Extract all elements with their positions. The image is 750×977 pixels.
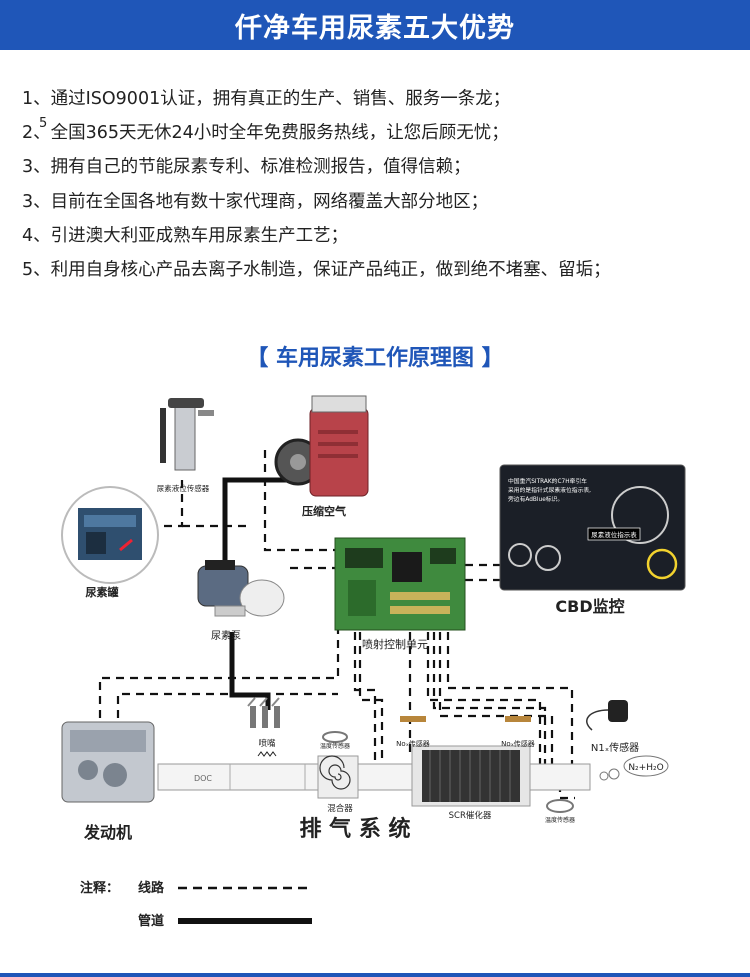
engine-label: 发动机 [83, 823, 132, 842]
advantage-item: 4、引进澳大利亚成熟车用尿素生产工艺； [22, 225, 349, 246]
screen-line-3: 旁边有AdBlue标识。 [508, 495, 563, 503]
nox-sensor-2: Noₓ传感器 [501, 716, 535, 748]
gauge-tag: 尿素液位指示表 [591, 530, 637, 539]
legend-pipe-label: 管道 [138, 913, 164, 929]
pump-label: 尿素泵 [211, 629, 241, 642]
screen-line-1: 中国重汽SITRAK的C7H牵引车 [508, 477, 587, 485]
advantage-item: 3、拥有自己的节能尿素专利、标准检测报告，值得信赖； [22, 157, 471, 178]
temp-sensor-2-label: 温度传感器 [545, 816, 575, 824]
air-compressor: 压缩空气 [274, 395, 369, 518]
tank-label: 尿素罐 [86, 585, 119, 599]
legend-wire-label: 线路 [138, 880, 165, 896]
temp-sensor-2: 温度传感器 [545, 799, 575, 824]
exhaust-system-label: 排 气 系 统 [300, 816, 411, 842]
level-sensor-label: 尿素液位传感器 [157, 483, 210, 493]
nox-sensor-2-label: Noₓ传感器 [501, 739, 535, 748]
doc-label: DOC [194, 774, 212, 783]
exhaust-pipe: DOC 混合器 SCR催化器 [157, 745, 591, 821]
cbd-dashboard: 中国重汽SITRAK的C7H牵引车 采用的是指针式尿素液位指示表, 旁边有AdB… [499, 464, 686, 616]
injection-control-unit: 喷射控制单元 [334, 537, 466, 651]
level-sensor: 尿素液位传感器 [157, 398, 214, 493]
header-banner: 仟净车用尿素五大优势 [0, 0, 750, 50]
temp-sensor-1-label: 温度传感器 [320, 742, 350, 750]
advantage-item: 3、目前在全国各地有数十家代理商，网络覆盖大部分地区； [22, 191, 489, 212]
n1-sensor-label: N1ₓ传感器 [591, 741, 639, 754]
ecu-label: 喷射控制单元 [362, 637, 428, 651]
compressor-label: 压缩空气 [302, 504, 346, 518]
advantage-list: 1、通过ISO9001认证，拥有真正的生产、销售、服务一条龙； 2、全国365天… [22, 86, 732, 291]
screen-line-2: 采用的是指针式尿素液位指示表, [508, 486, 591, 494]
urea-pump: 尿素泵 [197, 560, 285, 642]
stray-superscript: 5 [39, 116, 48, 132]
header-title: 仟净车用尿素五大优势 [235, 12, 515, 44]
advantage-item: 1、通过ISO9001认证，拥有真正的生产、销售、服务一条龙； [22, 89, 511, 109]
bottom-rule [0, 973, 750, 977]
n1-sensor: N1ₓ传感器 [586, 700, 639, 754]
emission-output: N₂+H₂O [599, 755, 669, 781]
nozzle-label: 喷嘴 [258, 738, 276, 749]
temp-sensor-1: 温度传感器 [320, 731, 350, 750]
diagram-title: 【 车用尿素工作原理图 】 [246, 346, 504, 371]
emission-label: N₂+H₂O [628, 763, 663, 773]
advantage-text: 2、全国365天无休24小时全年免费服务热线，让您后顾无忧； [22, 123, 509, 144]
legend: 注释： 线路 管道 [80, 880, 312, 929]
legend-prefix: 注释： [80, 880, 119, 896]
urea-system-diagram: 尿素液位传感器 压缩空气 尿素罐 尿素泵 喷射控制单元 [61, 395, 686, 929]
advantage-item: 2、全国365天无休24小时全年免费服务热线，让您后顾无忧； 5 [22, 116, 732, 154]
advantage-item: 5、利用自身核心产品去离子水制造，保证产品纯正，做到绝不堵塞、留垢； [22, 259, 611, 280]
urea-tank: 尿素罐 [61, 486, 159, 599]
mixer-label: 混合器 [327, 803, 353, 814]
cbd-label: CBD监控 [555, 597, 624, 616]
nox-sensor-1: Noₓ传感器 [396, 716, 430, 748]
pipe-lines [222, 477, 290, 710]
engine: 发动机 [61, 721, 155, 842]
injection-nozzle: 喷嘴 [247, 697, 280, 757]
scr-label: SCR催化器 [449, 810, 492, 821]
nox-sensor-1-label: Noₓ传感器 [396, 739, 430, 748]
